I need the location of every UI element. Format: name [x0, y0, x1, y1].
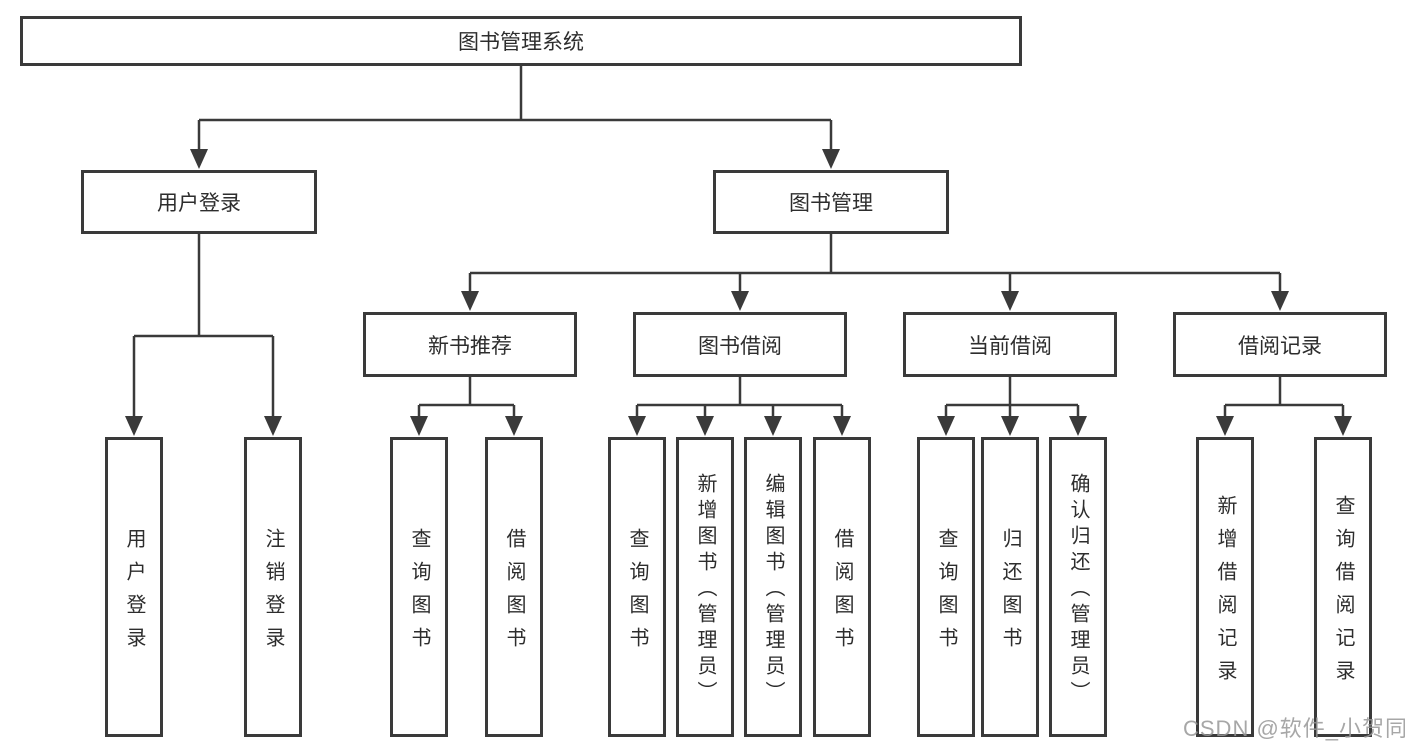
leaf-label: 注销登录 — [262, 527, 284, 660]
arrowhead — [822, 149, 840, 169]
arrowhead — [628, 416, 646, 436]
arrowhead — [731, 291, 749, 311]
leaf-label: 新增借阅记录 — [1214, 494, 1236, 693]
node-new-book-recommendation: 新书推荐 — [363, 312, 577, 377]
leaf-label: 归还图书 — [999, 527, 1021, 660]
node-borrow-books-recommend: 借阅图书 — [485, 437, 543, 737]
node-book-borrowing: 图书借阅 — [633, 312, 847, 377]
leaf-label: 查询借阅记录 — [1332, 494, 1354, 693]
arrowhead — [264, 416, 282, 436]
leaf-label: 查询图书 — [408, 527, 430, 660]
node-query-books-current: 查询图书 — [917, 437, 975, 737]
node-current-borrowing: 当前借阅 — [903, 312, 1117, 377]
node-borrow-books-borrowing: 借阅图书 — [813, 437, 871, 737]
arrowhead — [764, 416, 782, 436]
node-borrowing-records: 借阅记录 — [1173, 312, 1387, 377]
node-library-management-system: 图书管理系统 — [20, 16, 1022, 66]
arrowhead — [833, 416, 851, 436]
leaf-label: 查询图书 — [626, 527, 648, 660]
arrowhead — [696, 416, 714, 436]
leaf-label: 确认归还（管理员） — [1067, 473, 1089, 707]
leaf-label: 查询图书 — [935, 527, 957, 660]
arrowhead — [410, 416, 428, 436]
node-edit-books-admin: 编辑图书（管理员） — [744, 437, 802, 737]
arrowhead — [505, 416, 523, 436]
arrowhead — [190, 149, 208, 169]
csdn-watermark: CSDN @软件_小贺同学 — [1183, 716, 1405, 741]
arrowhead — [1216, 416, 1234, 436]
leaf-label: 用户登录 — [123, 527, 145, 660]
arrowhead — [1001, 291, 1019, 311]
node-user-login-leaf: 用户登录 — [105, 437, 163, 737]
node-add-borrow-record: 新增借阅记录 — [1196, 437, 1254, 737]
node-confirm-return-admin: 确认归还（管理员） — [1049, 437, 1107, 737]
node-add-books-admin: 新增图书（管理员） — [676, 437, 734, 737]
node-user-login: 用户登录 — [81, 170, 317, 234]
arrowhead — [461, 291, 479, 311]
arrowhead — [937, 416, 955, 436]
node-logout-leaf: 注销登录 — [244, 437, 302, 737]
node-book-management: 图书管理 — [713, 170, 949, 234]
arrowhead — [1271, 291, 1289, 311]
node-query-books-borrowing: 查询图书 — [608, 437, 666, 737]
node-return-books: 归还图书 — [981, 437, 1039, 737]
leaf-label: 借阅图书 — [503, 527, 525, 660]
arrowhead — [125, 416, 143, 436]
arrowhead — [1001, 416, 1019, 436]
arrowhead — [1334, 416, 1352, 436]
leaf-label: 编辑图书（管理员） — [762, 473, 784, 707]
node-query-borrow-record: 查询借阅记录 — [1314, 437, 1372, 737]
leaf-label: 借阅图书 — [831, 527, 853, 660]
arrowhead — [1069, 416, 1087, 436]
leaf-label: 新增图书（管理员） — [694, 473, 716, 707]
node-query-books-recommend: 查询图书 — [390, 437, 448, 737]
